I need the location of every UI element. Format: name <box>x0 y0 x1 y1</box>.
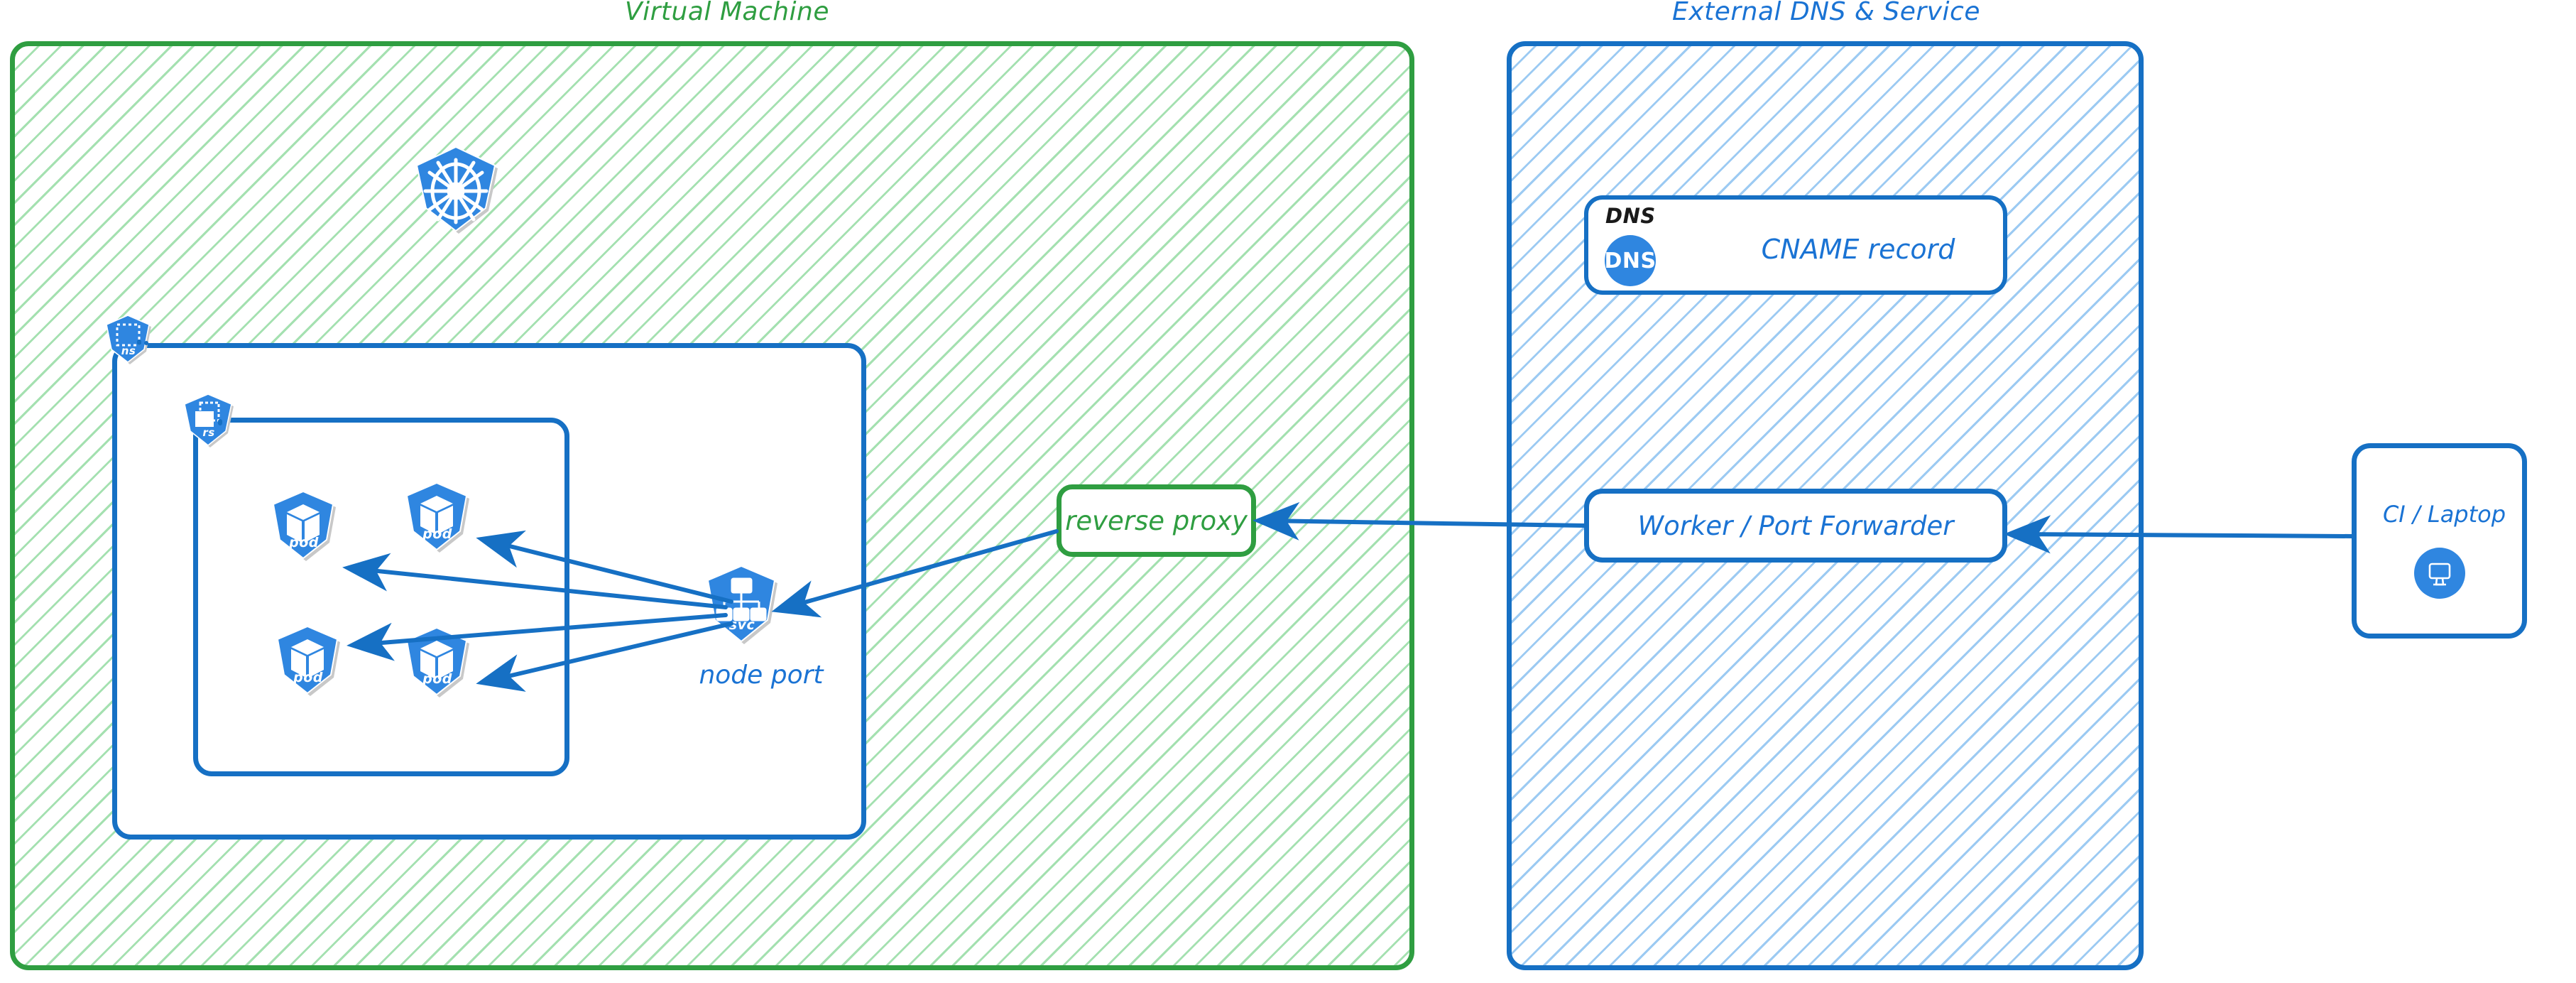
dns-badge-icon: DNS <box>1604 235 1656 286</box>
dns-card-header: DNS <box>1605 204 1656 228</box>
reverse-proxy-label: reverse proxy <box>1065 505 1248 536</box>
reverse-proxy-box[interactable]: reverse proxy <box>1057 484 1256 557</box>
pod-node-4: pod <box>405 626 470 700</box>
pod-node-1: pod <box>271 490 337 564</box>
replicaset-box <box>193 418 569 776</box>
desktop-monitor-icon <box>2413 548 2465 599</box>
node-port-label: node port <box>699 661 824 690</box>
service-node: svc <box>705 565 779 647</box>
ci-laptop-label: CI / Laptop <box>2382 501 2506 528</box>
cname-record-label: CNAME record <box>1761 234 1955 265</box>
group-title-virtual-machine: Virtual Machine <box>624 0 830 26</box>
ci-laptop-box[interactable]: CI / Laptop <box>2352 443 2527 639</box>
pod-node-2: pod <box>405 482 470 555</box>
replicaset-badge: rs <box>183 393 234 450</box>
worker-port-forwarder-box[interactable]: Worker / Port Forwarder <box>1584 489 2007 563</box>
dns-record-card[interactable]: DNS DNS CNAME record <box>1584 195 2007 295</box>
kubernetes-logo <box>410 145 501 246</box>
pod-node-3: pod <box>275 625 341 699</box>
worker-port-forwarder-label: Worker / Port Forwarder <box>1637 510 1954 541</box>
group-title-external-dns-service: External DNS & Service <box>1672 0 1980 26</box>
namespace-badge: ns <box>105 314 152 366</box>
